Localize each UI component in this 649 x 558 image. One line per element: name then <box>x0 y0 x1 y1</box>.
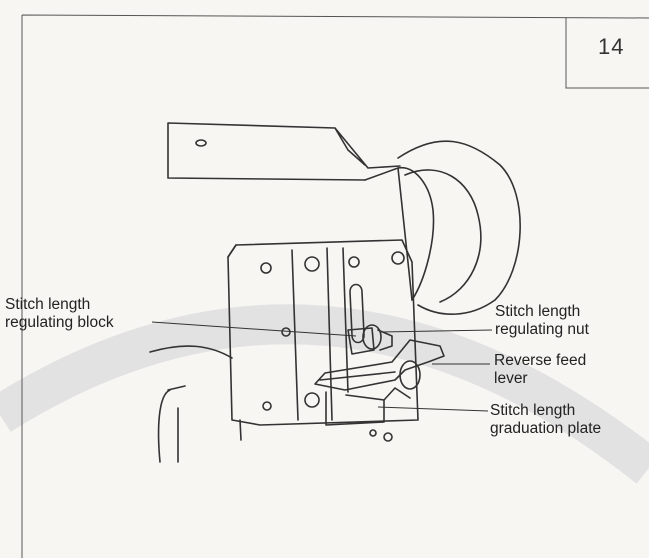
plate-hole <box>262 401 272 411</box>
plate-hole <box>304 256 320 272</box>
leader-graduation-plate <box>377 406 489 412</box>
machine-bed <box>149 345 233 359</box>
plate-slot-right <box>342 247 349 393</box>
plate-hole <box>383 432 393 442</box>
regulating-nut <box>362 324 382 350</box>
machine-post <box>157 385 186 463</box>
handwheel-outer <box>397 140 521 315</box>
graduation-plate <box>325 391 385 426</box>
label-regulating-nut: Stitch length regulating nut <box>495 303 589 338</box>
plate-hole <box>348 256 360 268</box>
plate-hole <box>391 251 405 265</box>
label-reverse-feed-lever: Reverse feed lever <box>494 352 587 387</box>
graduation-slot <box>349 283 365 344</box>
arm-hole <box>195 139 207 147</box>
plate-hole <box>304 392 320 408</box>
leader-regulating-nut <box>379 329 493 333</box>
page-number-box <box>565 18 649 89</box>
page-frame <box>21 14 649 558</box>
machine-arm <box>167 122 401 181</box>
label-regulating-block: Stitch length regulating block <box>5 296 114 331</box>
handwheel-ring <box>397 167 435 301</box>
plate-slot-left <box>291 249 299 421</box>
regulating-block <box>347 327 375 355</box>
plate-hole <box>260 262 272 274</box>
arm-side <box>364 167 413 301</box>
label-graduation-plate: Stitch length graduation plate <box>490 402 602 437</box>
plate-hole <box>281 327 291 337</box>
leader-regulating-block <box>151 321 357 337</box>
page-number: 14 <box>598 34 625 59</box>
handwheel-inner <box>404 169 482 303</box>
watermark-arc <box>0 304 649 484</box>
reverse-feed-lever <box>314 339 445 391</box>
